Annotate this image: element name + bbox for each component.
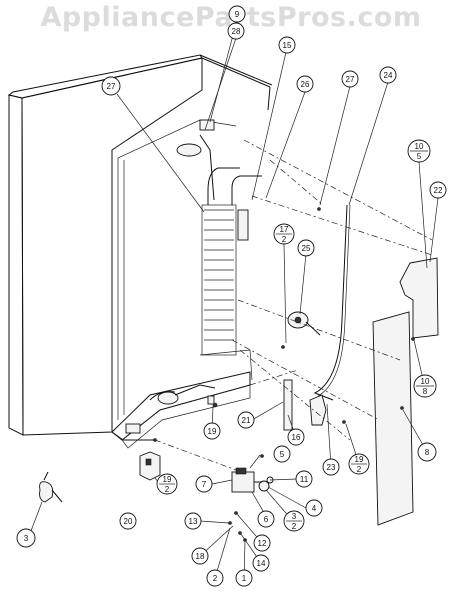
svg-text:2: 2 (165, 485, 170, 494)
callout-19: 19 (203, 422, 221, 440)
callout-15: 15 (278, 36, 296, 54)
svg-text:19: 19 (208, 427, 217, 436)
svg-text:25: 25 (302, 244, 311, 253)
callout-19-2: 192 (156, 473, 178, 495)
callout-24: 24 (379, 66, 397, 84)
water-valve-assembly (231, 467, 274, 493)
callout-22: 22 (429, 181, 447, 199)
valve-bracket (283, 379, 327, 431)
callout-16: 16 (287, 428, 305, 446)
callout-21: 21 (237, 411, 255, 429)
svg-text:11: 11 (300, 475, 309, 484)
callout-18: 18 (191, 547, 209, 565)
svg-text:1: 1 (242, 574, 247, 583)
alignment-lines (154, 139, 433, 471)
svg-text:4: 4 (312, 504, 317, 513)
svg-text:27: 27 (107, 82, 116, 91)
callout-20: 20 (119, 512, 137, 530)
svg-text:8: 8 (425, 448, 430, 457)
drain-heater-assembly (149, 384, 216, 405)
svg-text:16: 16 (292, 433, 301, 442)
svg-text:22: 22 (434, 186, 443, 195)
callout-3: 3 (16, 528, 36, 548)
callout-10-5: 105 (407, 139, 431, 163)
svg-text:2: 2 (357, 465, 362, 474)
callout-17-2: 172 (273, 223, 295, 245)
compressor-clip (39, 471, 63, 503)
callout-2: 2 (206, 569, 224, 587)
condenser-fan-motor (287, 311, 321, 336)
callout-5: 5 (273, 445, 291, 463)
callout-28: 28 (227, 22, 245, 40)
svg-text:2: 2 (292, 522, 297, 531)
svg-text:12: 12 (258, 539, 267, 548)
svg-text:15: 15 (283, 41, 292, 50)
callout-8: 8 (417, 442, 437, 462)
svg-text:13: 13 (189, 517, 198, 526)
callout-4: 4 (305, 499, 323, 517)
valve-mounting-bracket (139, 451, 161, 481)
svg-text:20: 20 (124, 517, 133, 526)
callout-3-2: 32 (283, 510, 305, 532)
svg-text:21: 21 (242, 416, 251, 425)
svg-text:2: 2 (282, 235, 287, 244)
callout-9: 9 (228, 5, 246, 23)
callout-13: 13 (184, 512, 202, 530)
callout-12: 12 (253, 534, 271, 552)
svg-text:18: 18 (196, 552, 205, 561)
callout-14: 14 (252, 554, 270, 572)
svg-text:5: 5 (280, 450, 285, 459)
svg-text:23: 23 (327, 463, 336, 472)
tubing-line (313, 204, 348, 401)
svg-text:5: 5 (417, 152, 422, 161)
callout-27: 27 (101, 76, 121, 96)
callout-19-2: 192 (348, 453, 370, 475)
svg-text:26: 26 (301, 80, 310, 89)
svg-text:10: 10 (415, 142, 424, 151)
callout-27: 27 (341, 70, 359, 88)
refrigerator-cabinet (7, 54, 273, 449)
callout-10-8: 108 (413, 374, 437, 398)
evaporator-coil (176, 119, 262, 381)
svg-text:17: 17 (280, 225, 289, 234)
callout-25: 25 (297, 239, 315, 257)
callout-11: 11 (295, 470, 313, 488)
svg-text:3: 3 (292, 512, 297, 521)
callout-6: 6 (257, 510, 275, 528)
svg-text:14: 14 (257, 559, 266, 568)
callout-26: 26 (296, 75, 314, 93)
callout-1: 1 (235, 569, 253, 587)
svg-text:24: 24 (384, 71, 393, 80)
svg-text:8: 8 (423, 387, 428, 396)
svg-text:7: 7 (202, 480, 207, 489)
svg-text:19: 19 (163, 475, 172, 484)
svg-text:28: 28 (232, 27, 241, 36)
svg-text:3: 3 (24, 534, 29, 543)
back-cover-panel (399, 257, 439, 339)
svg-text:6: 6 (264, 515, 269, 524)
svg-text:2: 2 (213, 574, 218, 583)
callout-23: 23 (322, 458, 340, 476)
access-panel (372, 311, 414, 526)
svg-text:10: 10 (421, 377, 430, 386)
callout-7: 7 (195, 475, 213, 493)
svg-text:19: 19 (355, 455, 364, 464)
leader-lines (28, 19, 439, 579)
svg-text:27: 27 (346, 75, 355, 84)
svg-text:9: 9 (235, 10, 240, 19)
